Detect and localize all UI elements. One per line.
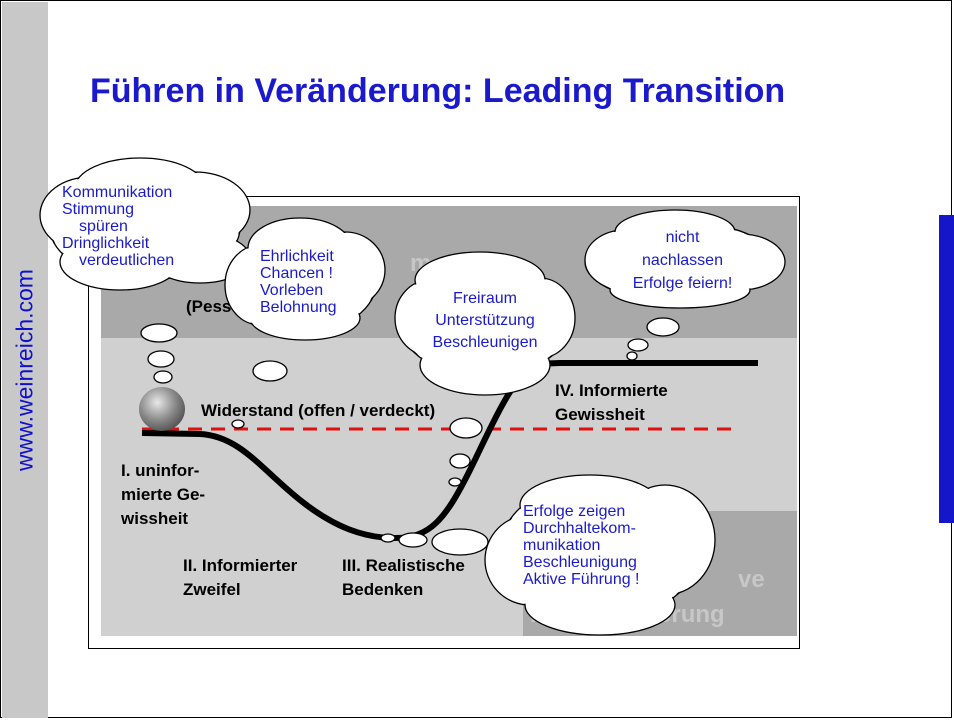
bubble-3c (448, 477, 462, 487)
bubble-1c (153, 370, 173, 384)
stage-3-line2: Bedenken (342, 580, 424, 599)
bubble-5b (398, 532, 428, 548)
bubble-5a (431, 528, 489, 556)
side-bar (2, 2, 48, 718)
stage-1-line1: I. uninfor- (121, 461, 200, 480)
band-pess-text: (Pess (186, 297, 232, 316)
cloud-2-text: Ehrlichkeit Chancen ! Vorleben Belohnung (260, 248, 337, 316)
right-accent-bar (939, 215, 954, 523)
corner-text-1: ve (738, 566, 765, 593)
stage-3-line1: III. Realistische (342, 556, 465, 575)
stage-2-line1: II. Informierter (183, 556, 298, 575)
bubble-3b (449, 453, 471, 469)
bubble-4a (646, 317, 680, 337)
cloud-1-text: Kommunikation Stimmung spüren Dringlichk… (62, 184, 175, 269)
stage-1-line2: mierte Ge- (121, 485, 206, 504)
bubble-4c (626, 351, 638, 361)
cloud-5-text: Erfolge zeigen Durchhaltekom- munikation… (523, 503, 640, 588)
stage-4-line1: IV. Informierte (555, 381, 668, 400)
cloud-4-text: nicht nachlassen Erfolge feiern! (632, 229, 733, 292)
resistance-label: Widerstand (offen / verdeckt) (201, 401, 436, 420)
bubble-1b (147, 350, 175, 368)
bubble-4b (627, 338, 649, 352)
bubble-3a (449, 417, 483, 439)
stage-2-line2: Zweifel (183, 580, 241, 599)
stage-4-line2: Gewissheit (555, 405, 645, 424)
bubble-2a (252, 360, 288, 382)
slide-title: Führen in Veränderung: Leading Transitio… (90, 72, 786, 110)
stage-1-line3: wissheit (121, 509, 189, 528)
cloud-3-text: Freiraum Unterstützung Beschleunigen (432, 290, 538, 351)
bubble-1a (140, 323, 178, 343)
bubble-2b (231, 419, 245, 429)
rolling-ball (139, 387, 185, 431)
bubble-5c (380, 533, 396, 543)
